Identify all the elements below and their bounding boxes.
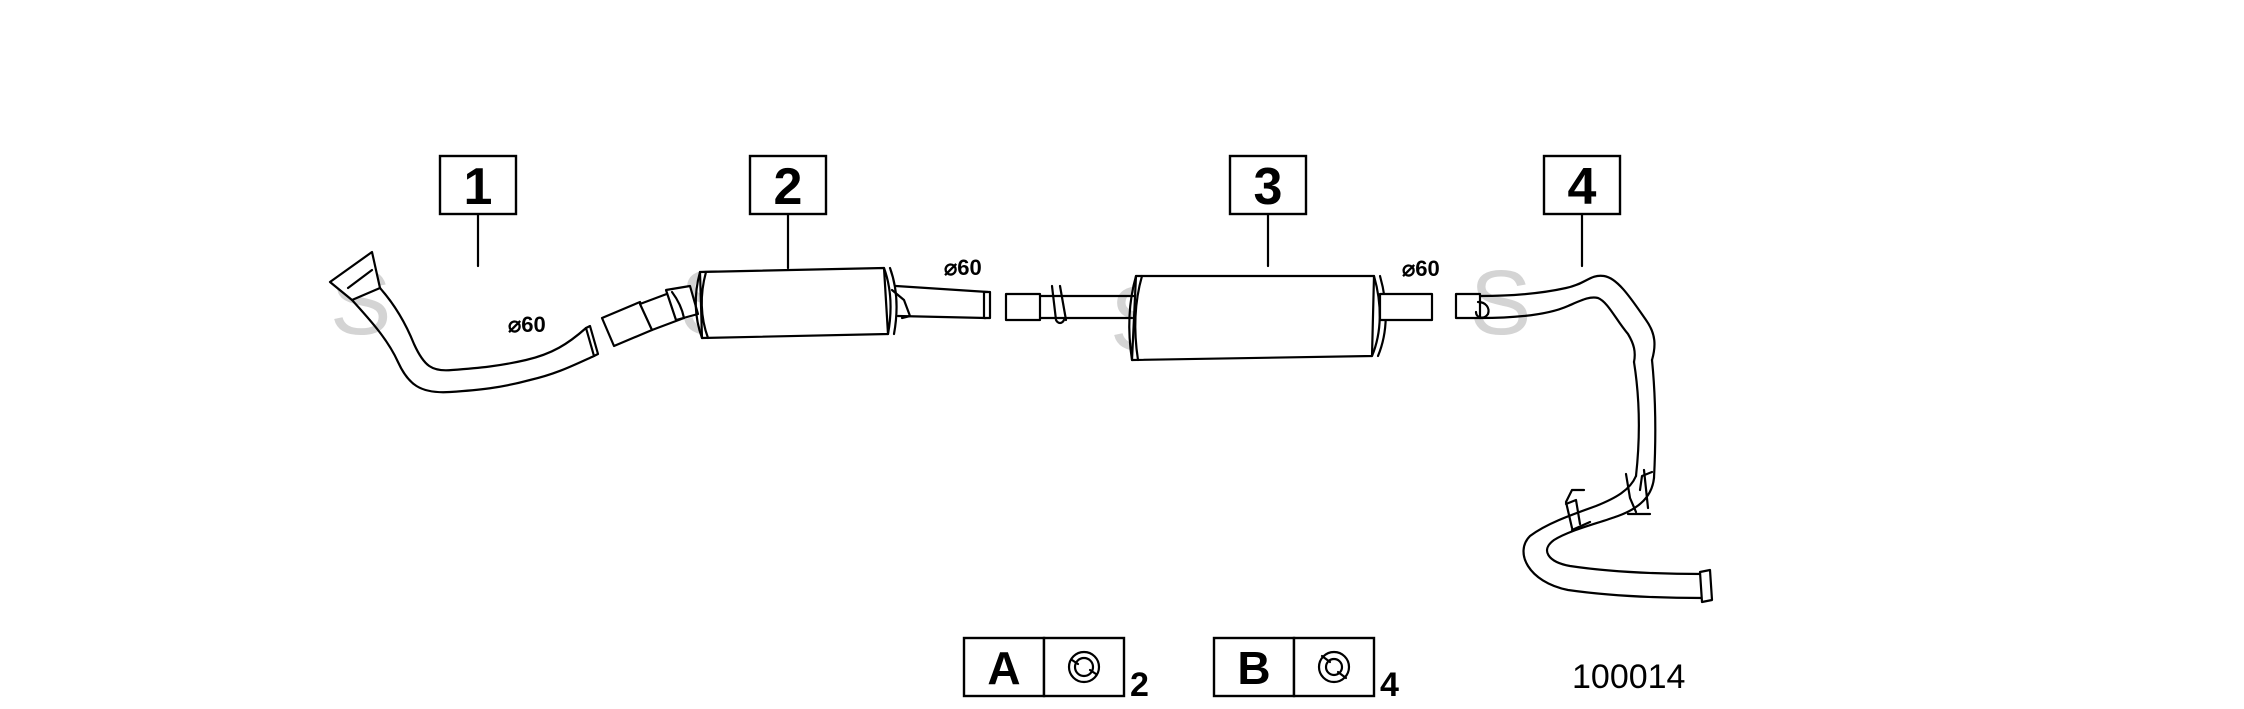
middle-silencer-body	[698, 266, 890, 340]
legend-item-b: B 4	[1212, 636, 1399, 704]
callout-1: 1	[438, 154, 518, 216]
diagram-reference-code: 100014	[1572, 658, 1685, 696]
part-4-tail-pipe[interactable]	[1454, 274, 1714, 604]
callout-4: 4	[1542, 154, 1622, 216]
callout-3: 3	[1228, 154, 1308, 216]
dimension-label-3: ⌀60	[1402, 256, 1440, 281]
callout-2: 2	[748, 154, 828, 216]
rear-inlet-sleeve	[1004, 292, 1042, 322]
legend-letter-b: B	[1237, 642, 1270, 694]
dimension-label-1: ⌀60	[508, 312, 546, 337]
front-pipe-end	[584, 324, 600, 358]
front-pipe-body	[350, 298, 596, 394]
part-number-2: 2	[774, 158, 803, 216]
tail-pipe-body	[1478, 274, 1656, 362]
middle-outlet-pipe	[894, 284, 990, 320]
rear-silencer-body	[1130, 274, 1376, 362]
legend-quantity-b: 4	[1380, 666, 1399, 704]
clamp-ring-icon	[1067, 650, 1101, 684]
part-number-1: 1	[464, 158, 493, 216]
rear-outlet-stub	[1378, 292, 1434, 322]
part-number-4: 4	[1568, 158, 1597, 216]
legend-item-a: A 2	[962, 636, 1149, 704]
tail-end	[1698, 568, 1714, 604]
part-3-rear-silencer[interactable]	[1004, 274, 1434, 362]
legend-letter-a: A	[987, 642, 1020, 694]
part-2-middle-silencer[interactable]	[600, 266, 992, 348]
legend-quantity-a: 2	[1130, 666, 1149, 704]
part-number-3: 3	[1254, 158, 1283, 216]
rubber-mount-icon	[1317, 650, 1351, 684]
dimension-label-2: ⌀60	[944, 255, 982, 280]
part-1-front-pipe[interactable]	[328, 250, 600, 394]
